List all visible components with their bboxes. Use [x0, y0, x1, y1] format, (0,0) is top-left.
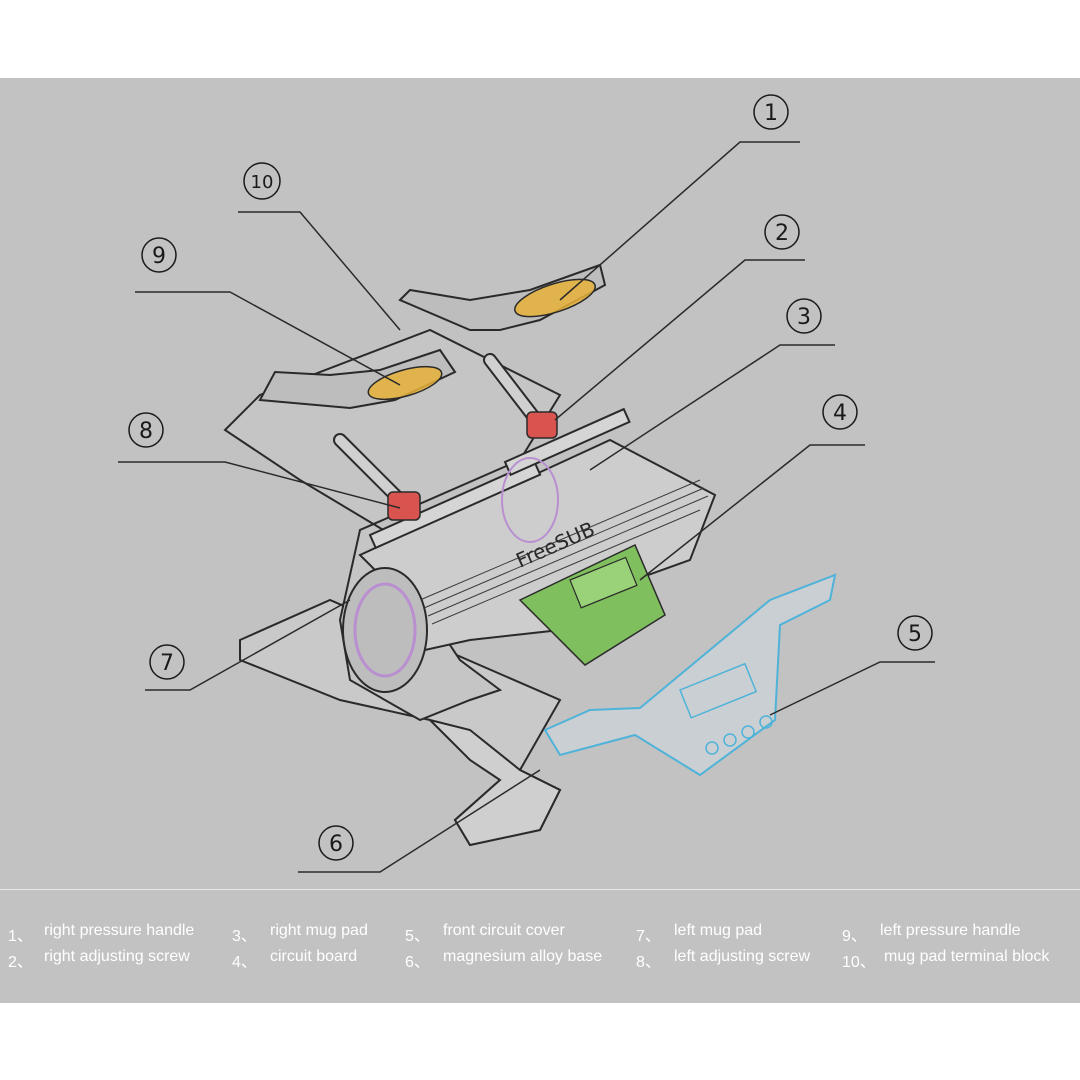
legend-number: 8、	[636, 954, 661, 971]
parts-legend: 1、 right pressure handle 2、 right adjust…	[0, 922, 1080, 982]
board-display	[569, 556, 638, 609]
legend-text: mug pad terminal block	[884, 948, 1050, 965]
callout-6: 6	[318, 825, 354, 861]
leader-10	[238, 211, 401, 331]
cooling-fins	[419, 479, 709, 625]
right-pressure-handle-arm	[398, 263, 607, 331]
svg-text:7: 7	[160, 651, 174, 676]
base-foot	[426, 718, 562, 847]
legend-number: 6、	[405, 954, 430, 971]
legend-text: right pressure handle	[44, 922, 195, 939]
left-adjusting-screw	[387, 491, 421, 521]
svg-text:6: 6	[329, 832, 343, 857]
callout-8: 8	[128, 412, 164, 448]
right-mug-pad	[501, 457, 559, 543]
legend-number: 5、	[405, 928, 430, 945]
svg-text:10: 10	[251, 172, 274, 193]
legend-number: 2、	[8, 954, 33, 971]
left-mug-pad-inner	[353, 582, 417, 678]
leader-lines	[118, 141, 935, 873]
leader-5	[769, 661, 935, 716]
leader-2	[554, 259, 805, 421]
leader-3	[589, 344, 835, 471]
legend-text: left adjusting screw	[674, 948, 811, 965]
legend-number: 1、	[8, 928, 33, 945]
legend-text: right mug pad	[270, 922, 368, 939]
leader-6	[298, 769, 541, 873]
right-adjusting-screw	[526, 411, 558, 439]
callout-9: 9	[141, 237, 177, 273]
legend-text: circuit board	[270, 948, 358, 965]
svg-text:2: 2	[775, 221, 789, 246]
svg-text:3: 3	[797, 305, 811, 330]
svg-text:4: 4	[833, 401, 847, 426]
legend-number: 3、	[232, 928, 257, 945]
callout-7: 7	[149, 644, 185, 680]
left-adjusting-rod-fill	[335, 435, 405, 505]
cover-display-window	[679, 662, 758, 719]
leader-7	[145, 599, 351, 691]
svg-text:5: 5	[908, 622, 922, 647]
callout-1: 1	[753, 94, 789, 130]
leader-4	[639, 444, 865, 581]
legend-text: front circuit cover	[443, 922, 565, 939]
callout-2: 2	[764, 214, 800, 250]
legend-number: 4、	[232, 954, 257, 971]
legend-text: left mug pad	[674, 922, 763, 939]
leader-1	[559, 141, 800, 301]
callout-3: 3	[786, 298, 822, 334]
legend-divider	[0, 889, 1080, 890]
callout-10: 10	[243, 162, 281, 200]
leader-9	[135, 291, 401, 386]
legend-text: magnesium alloy base	[443, 948, 603, 965]
legend-number: 9、	[842, 928, 867, 945]
cover-buttons	[705, 715, 773, 755]
left-pressure-handle-grip	[367, 365, 443, 401]
right-pressure-handle-grip	[514, 278, 596, 318]
legend-text: right adjusting screw	[44, 948, 190, 965]
front-circuit-cover	[543, 573, 837, 777]
legend-number: 10、	[842, 954, 876, 971]
svg-text:1: 1	[764, 101, 778, 126]
legend-number: 7、	[636, 928, 661, 945]
legend-text: left pressure handle	[880, 922, 1021, 939]
mug-pad-bar-left	[368, 460, 542, 550]
leader-8	[118, 461, 401, 509]
callout-4: 4	[822, 394, 858, 430]
callout-5: 5	[897, 615, 933, 651]
svg-text:9: 9	[152, 244, 166, 269]
svg-text:8: 8	[139, 419, 153, 444]
